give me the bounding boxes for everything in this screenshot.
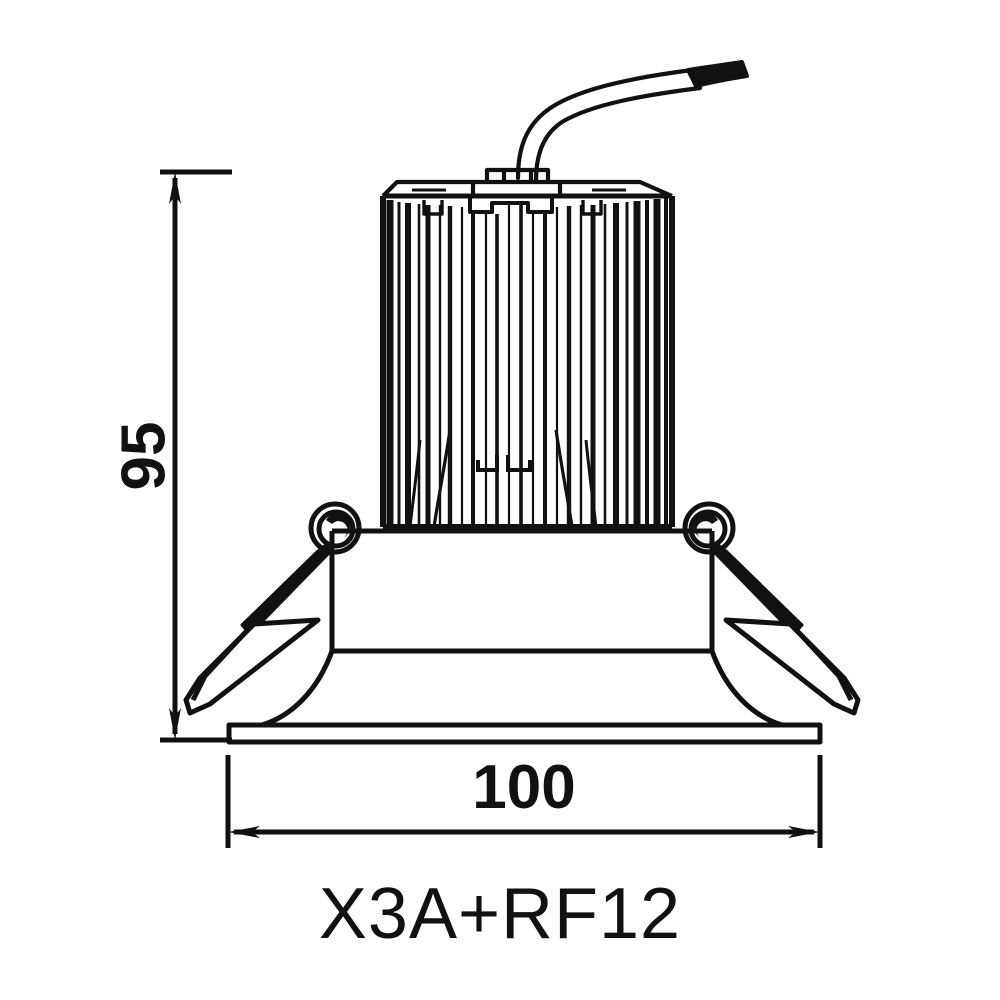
width-arrow-left (228, 826, 260, 838)
height-dimension-label: 95 (109, 422, 178, 491)
spring-clip-left (183, 501, 362, 716)
width-dimension-label: 100 (472, 753, 575, 822)
spring-clip-right (682, 501, 861, 716)
top-cap (381, 167, 673, 216)
housing-body (329, 528, 715, 654)
height-arrow-top (169, 172, 181, 204)
heat-sink-fins (386, 198, 668, 527)
dimension-width (225, 755, 823, 848)
width-arrow-right (788, 826, 820, 838)
dimension-height (160, 169, 232, 743)
reflector-outline (408, 429, 598, 528)
heat-sink (380, 196, 675, 530)
height-arrow-bottom (169, 708, 181, 740)
power-cable (515, 67, 703, 183)
cable-connector-tip (686, 60, 749, 88)
trim-ring (226, 650, 823, 745)
product-caption: X3A+RF12 (319, 874, 681, 954)
